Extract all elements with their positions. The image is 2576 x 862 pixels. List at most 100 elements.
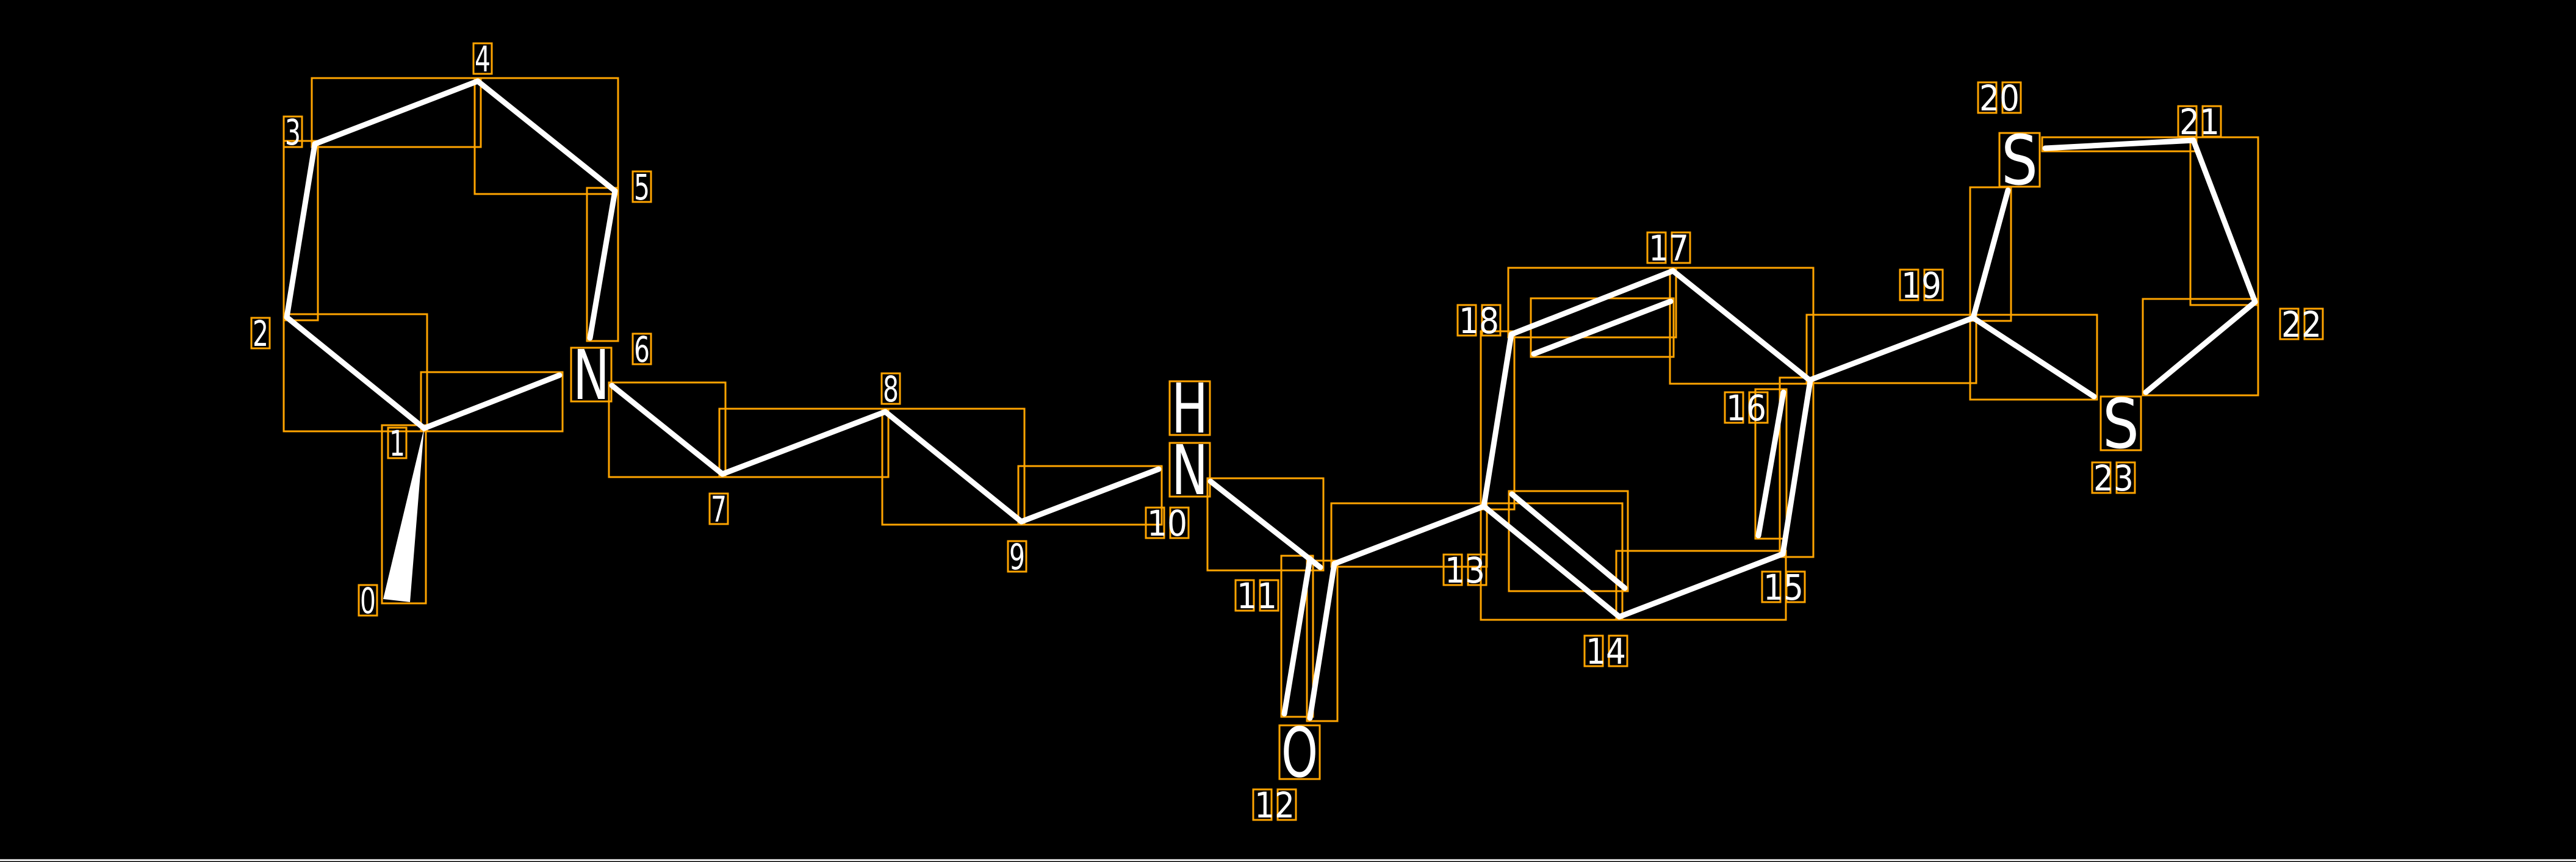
bond-bbox: [1017, 465, 1163, 526]
label-bbox: [1646, 231, 1667, 264]
bond-10-11: [1207, 478, 1323, 570]
bond-bbox: [586, 187, 619, 342]
bond-8-9: [882, 409, 1024, 525]
bond-23-19: [1970, 315, 2097, 400]
bond-14-15: [1616, 551, 1786, 620]
label-bbox: [708, 492, 729, 525]
label-bbox: [1671, 231, 1691, 264]
atom-index-label: 23: [2093, 458, 2134, 499]
bond-11-12: [1281, 556, 1313, 717]
label-bbox: [1724, 391, 1744, 424]
atom-symbol-n: N: [1171, 431, 1208, 511]
atom-index-label: 11: [1237, 575, 1277, 617]
bond-6-7: [609, 383, 725, 477]
bond-bbox: [1480, 502, 1624, 621]
bond-2-3: [284, 141, 318, 320]
atom-index-label: 8: [883, 368, 899, 410]
label-bbox: [387, 426, 408, 459]
label-bbox: [1748, 391, 1769, 424]
label-bbox: [631, 170, 652, 203]
label-bbox: [1481, 304, 1502, 337]
atom-index-label: 18: [1459, 300, 1499, 342]
symbol-bbox: [1168, 442, 1211, 498]
bond-bbox: [1480, 330, 1516, 511]
atom-index-label: 3: [285, 112, 301, 153]
label-bbox: [1259, 579, 1279, 612]
atom-index-label: 13: [1445, 550, 1485, 591]
bond-22-23: [2143, 299, 2258, 395]
symbol-bbox: [570, 347, 613, 403]
bond-16-17: [1670, 268, 1813, 384]
label-bbox: [631, 332, 652, 365]
label-bbox: [1899, 268, 1919, 301]
bond-bbox: [1754, 388, 1788, 540]
label-bbox: [1234, 579, 1255, 612]
atom-index-label: 15: [1763, 567, 1804, 608]
bond-5-6: [587, 188, 618, 341]
bond-bbox: [1508, 490, 1629, 592]
atom-symbol-n: N: [573, 336, 610, 415]
bond-15-16-inner: [1755, 389, 1786, 539]
bond-19-20: [1970, 187, 2011, 321]
atom-index-label: 7: [711, 489, 727, 530]
bond-bbox: [1969, 186, 2012, 322]
atom-index-label: 0: [360, 580, 376, 622]
symbol-bbox: [2099, 395, 2142, 451]
atom-index-label: 17: [1649, 228, 1689, 269]
bond-13-14-inner: [1509, 491, 1628, 591]
atom-index-label: 4: [475, 38, 491, 80]
label-bbox: [1467, 553, 1488, 586]
bond-17-18-inner: [1531, 298, 1674, 357]
bond-bbox: [718, 408, 890, 478]
label-bbox: [2177, 105, 2198, 138]
label-bbox: [1456, 304, 1477, 337]
bond-bbox: [2142, 298, 2259, 397]
label-bbox: [2201, 105, 2222, 138]
atom-symbols: N N O S S H: [573, 121, 2139, 793]
label-bbox: [282, 115, 303, 148]
atom-index-label: 12: [1254, 785, 1295, 826]
bond-bbox: [1779, 376, 1815, 558]
label-bbox: [880, 372, 901, 405]
atom-index-label: 2: [253, 313, 268, 354]
atom-index-label: 9: [1009, 536, 1025, 578]
atom-symbol-s: S: [2103, 385, 2139, 464]
bond-bbox: [420, 371, 564, 433]
atom-index-label: 20: [1979, 77, 2020, 119]
bond-16-19: [1807, 315, 1976, 383]
label-bbox: [250, 317, 271, 350]
hydrogen-label: H: [1171, 370, 1208, 449]
label-bbox: [358, 584, 378, 617]
label-bbox: [1923, 268, 1944, 301]
bonds: [284, 78, 2258, 721]
bond-1-6: [421, 372, 563, 431]
bond-1-2: [284, 314, 427, 431]
atom-index-label: 16: [1726, 387, 1766, 429]
bond-17-18: [1508, 268, 1676, 337]
label-bbox: [1785, 570, 1806, 603]
label-bbox: [2279, 307, 2300, 340]
bond-13-14: [1481, 503, 1622, 620]
bond-21-22: [2190, 137, 2258, 305]
bond-4-5: [475, 78, 618, 194]
atom-index-label: 6: [634, 329, 650, 370]
bond-bbox: [1805, 314, 1977, 384]
atom-index-label: 10: [1147, 503, 1187, 544]
bond-3-4: [312, 78, 481, 147]
bond-11-12-inner: [1307, 561, 1337, 721]
bond-bbox: [2189, 136, 2259, 306]
atom-index-label: 1: [389, 423, 405, 464]
bond-20-21: [2042, 137, 2196, 151]
bond-7-8: [719, 409, 888, 477]
label-bbox: [1583, 634, 1604, 667]
atom-index-label: 5: [634, 167, 650, 208]
symbol-bbox: [1168, 380, 1211, 436]
label-bbox: [1007, 540, 1027, 573]
label-bbox: [1276, 788, 1297, 821]
atom-symbol-s: S: [2001, 121, 2038, 201]
atom-symbol-o: O: [1281, 714, 1318, 793]
label-bbox: [2115, 461, 2136, 494]
bond-bbox: [1507, 267, 1677, 339]
